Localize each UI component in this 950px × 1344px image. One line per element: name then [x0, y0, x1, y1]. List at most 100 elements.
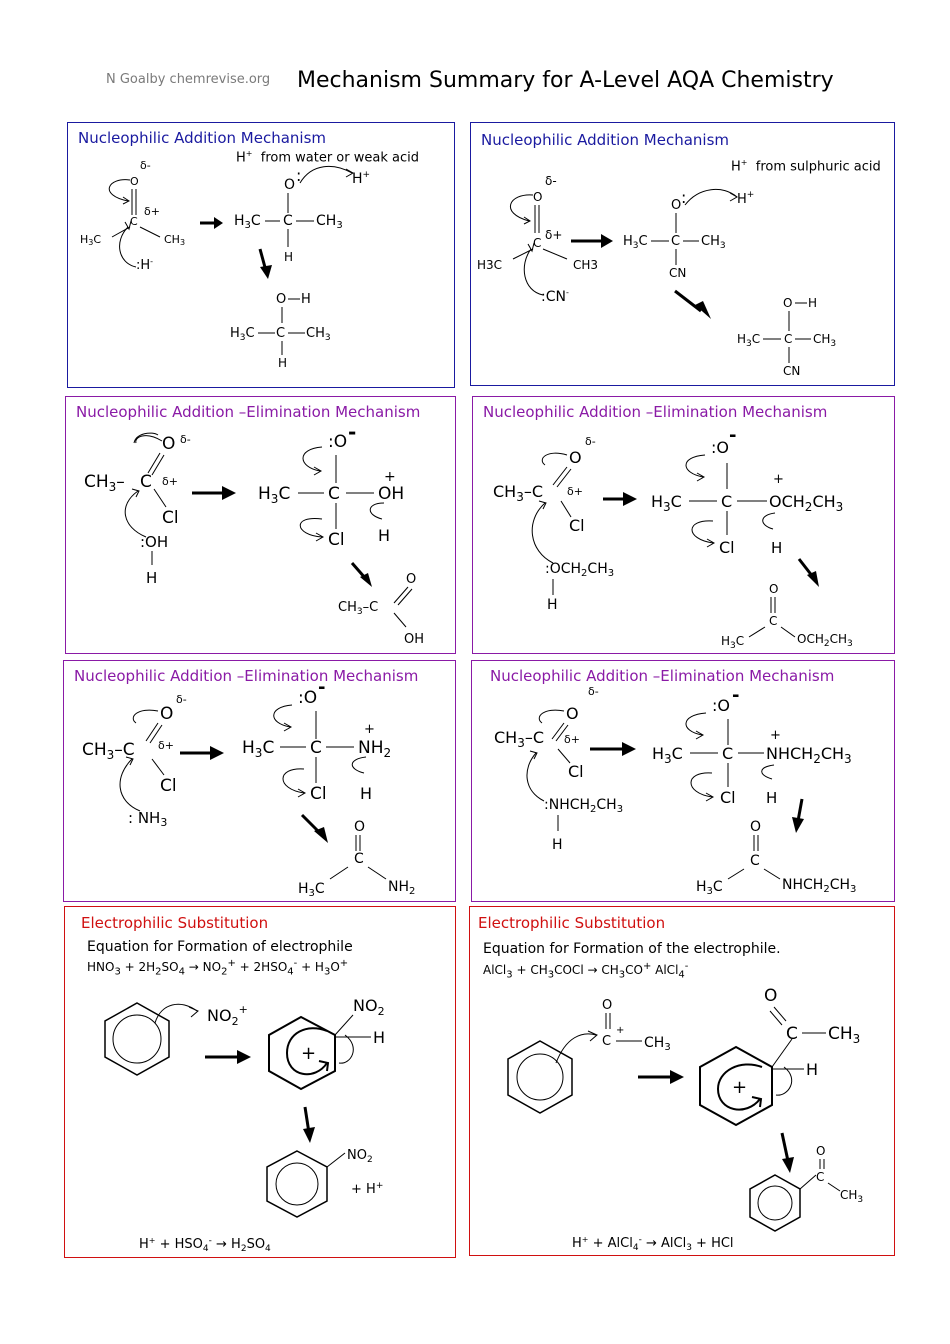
svg-text:H3C: H3C — [258, 484, 290, 506]
svg-text:C: C — [276, 326, 285, 341]
svg-text::NHCH2CH3: :NHCH2CH3 — [544, 797, 623, 815]
svg-text::CN-: :CN- — [541, 288, 569, 305]
svg-text:NO2+: NO2+ — [207, 1003, 248, 1028]
svg-text:CH3: CH3 — [316, 213, 343, 231]
svg-text::H-: :H- — [136, 257, 153, 273]
svg-text:CH3–C: CH3–C — [82, 740, 135, 762]
svg-text:+: + — [732, 1077, 747, 1098]
svg-text:NO2: NO2 — [353, 996, 385, 1018]
svg-text:+ H+: + H+ — [351, 1181, 383, 1197]
svg-text::: : — [296, 166, 301, 185]
svg-text:O: O — [764, 986, 777, 1006]
mechanism-diagram: NO2+ + NO2 H NO2 + H+ H+ + HSO4- → H2SO4 — [104, 996, 385, 1254]
svg-text::OCH2CH3: :OCH2CH3 — [545, 561, 614, 579]
svg-text:C: C — [671, 234, 680, 249]
svg-text:H3C: H3C — [477, 258, 502, 272]
page-title: Mechanism Summary for A-Level AQA Chemis… — [297, 68, 834, 93]
mechanism-diagram: O δ- CH3–C δ+ Cl :NHCH2CH3 H :O - H3C C — [494, 685, 856, 897]
panel-title: Nucleophilic Addition –Elimination Mecha… — [483, 403, 828, 421]
panel-add-elim-amine: Nucleophilic Addition –Elimination Mecha… — [471, 660, 895, 902]
svg-text:δ-: δ- — [176, 693, 187, 706]
panel-electrophilic-acylation: Electrophilic Substitution Equation for … — [469, 906, 895, 1256]
panel-nucleophilic-addition-weak-acid: Nucleophilic Addition Mechanism H+ from … — [67, 122, 455, 388]
svg-text:NHCH2CH3: NHCH2CH3 — [782, 877, 856, 895]
svg-text:+: + — [364, 722, 375, 737]
svg-text:O: O — [769, 582, 778, 596]
svg-text:δ+: δ+ — [162, 475, 178, 488]
svg-text:O: O — [783, 296, 792, 310]
mechanism-diagram: δ- O δ+ C H3C CH3 :CN- O : H+ H3C — [477, 174, 836, 378]
svg-text:C: C — [130, 215, 138, 228]
svg-text:H3C: H3C — [651, 492, 682, 514]
svg-text:Cl: Cl — [719, 538, 735, 557]
svg-text:H3C: H3C — [623, 234, 648, 251]
svg-text:O: O — [130, 175, 139, 188]
mechanism-diagram: O C + CH3 + O C CH3 H O C CH3 H+ + AlCl4… — [507, 986, 863, 1253]
svg-text:+: + — [773, 472, 784, 487]
svg-text:H: H — [806, 1060, 818, 1079]
panel-title: Nucleophilic Addition Mechanism — [78, 129, 327, 147]
svg-text:H: H — [766, 789, 777, 807]
svg-text::O: :O — [298, 688, 317, 708]
svg-text:C: C — [533, 236, 541, 250]
svg-text:H+ + HSO4- → H2SO4: H+ + HSO4- → H2SO4 — [139, 1236, 271, 1254]
svg-text:H3C: H3C — [234, 213, 261, 231]
panel-nucleophilic-addition-cyanide: Nucleophilic Addition Mechanism H+ from … — [470, 122, 895, 386]
svg-text:O: O — [160, 704, 173, 724]
svg-text:Cl: Cl — [310, 784, 327, 804]
svg-text:H: H — [808, 296, 817, 310]
svg-text:C: C — [310, 738, 322, 758]
svg-text:CN: CN — [783, 364, 800, 378]
svg-text:-: - — [348, 420, 356, 444]
h-plus-source-note: H+ from sulphuric acid — [731, 158, 881, 175]
svg-text:O: O — [533, 190, 542, 204]
svg-text:+: + — [301, 1043, 316, 1064]
svg-text:δ+: δ+ — [564, 733, 580, 746]
svg-text:H: H — [301, 292, 311, 307]
svg-text:H3C: H3C — [298, 881, 325, 899]
svg-text:C: C — [354, 851, 364, 867]
svg-text:δ+: δ+ — [144, 205, 160, 218]
svg-text:O: O — [671, 198, 681, 213]
svg-text:H3C: H3C — [242, 738, 274, 760]
panel-title: Nucleophilic Addition –Elimination Mecha… — [490, 667, 835, 685]
svg-text:+: + — [770, 728, 781, 743]
svg-text:H: H — [278, 356, 287, 370]
h-plus-source-note: H+ from water or weak acid — [236, 149, 419, 166]
svg-text:H: H — [552, 837, 563, 853]
svg-text:CH3: CH3 — [813, 332, 836, 349]
panel-title: Nucleophilic Addition –Elimination Mecha… — [76, 403, 421, 421]
svg-text::O: :O — [328, 432, 347, 452]
svg-text:H: H — [771, 539, 782, 557]
svg-text:H3C: H3C — [721, 634, 744, 651]
svg-text:CH3: CH3 — [840, 1188, 863, 1205]
svg-text:O: O — [566, 704, 579, 723]
credit: N Goalby chemrevise.org — [106, 72, 271, 87]
svg-text::OH: :OH — [140, 533, 168, 551]
svg-text:H3C: H3C — [230, 326, 255, 343]
panel-title: Nucleophilic Addition Mechanism — [481, 131, 730, 149]
panel-title: Electrophilic Substitution — [478, 914, 666, 932]
panel-title: Electrophilic Substitution — [81, 914, 269, 932]
svg-text:OH: OH — [404, 632, 424, 647]
svg-text:H+: H+ — [352, 170, 370, 187]
svg-text:O: O — [816, 1144, 825, 1158]
svg-text:C: C — [769, 614, 777, 628]
svg-text:Cl: Cl — [569, 516, 585, 535]
svg-text:O: O — [284, 177, 295, 193]
svg-text:NHCH2CH3: NHCH2CH3 — [766, 744, 852, 766]
svg-text:: NH3: : NH3 — [128, 809, 167, 829]
svg-text:-: - — [318, 677, 325, 698]
svg-text:H: H — [146, 569, 157, 587]
panel-add-elim-ammonia: Nucleophilic Addition –Elimination Mecha… — [63, 660, 456, 902]
svg-text:CH3–C: CH3–C — [338, 600, 378, 617]
svg-text:Cl: Cl — [720, 788, 736, 807]
svg-text:δ-: δ- — [588, 685, 599, 698]
svg-text:-: - — [729, 425, 736, 446]
svg-text:CH3–C: CH3–C — [493, 482, 543, 504]
svg-text:CH3: CH3 — [701, 234, 726, 251]
svg-text:C: C — [721, 492, 732, 511]
svg-text:H3C: H3C — [652, 744, 683, 766]
panel-title: Nucleophilic Addition –Elimination Mecha… — [74, 667, 419, 685]
acylium-formation-equation: AlCl3 + CH3COCl → CH3CO+ AlCl4- — [483, 961, 689, 981]
